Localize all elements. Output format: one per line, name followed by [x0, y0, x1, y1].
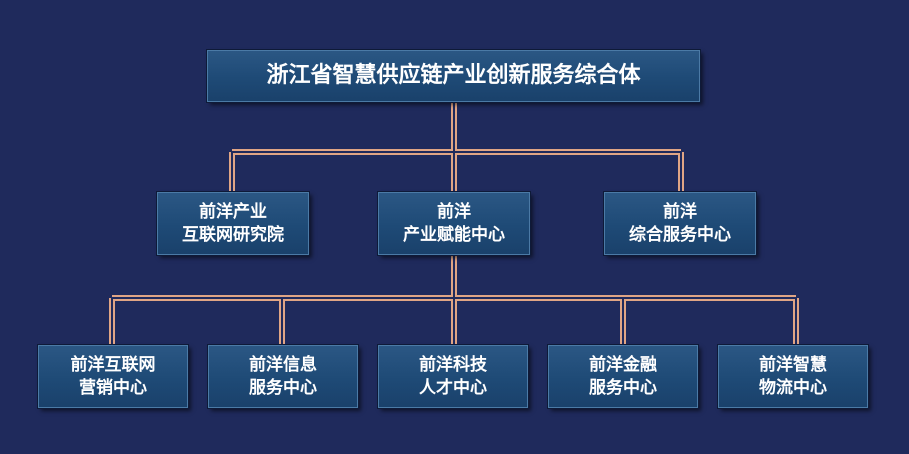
node-label-line1: 前洋智慧 [759, 355, 827, 376]
node-industry-empowerment-center[interactable]: 前洋 产业赋能中心 [378, 192, 530, 255]
node-label-line1: 前洋 [663, 202, 697, 223]
node-label-line2: 营销中心 [79, 377, 147, 398]
node-smart-logistics-center[interactable]: 前洋智慧 物流中心 [718, 345, 868, 408]
node-label-line2: 产业赋能中心 [403, 224, 505, 245]
node-internet-marketing-center[interactable]: 前洋互联网 营销中心 [38, 345, 188, 408]
node-comprehensive-service-center[interactable]: 前洋 综合服务中心 [604, 192, 756, 255]
node-information-service-center[interactable]: 前洋信息 服务中心 [208, 345, 358, 408]
node-label-line1: 前洋 [437, 202, 471, 223]
node-label-line1: 前洋科技 [419, 355, 487, 376]
root-node[interactable]: 浙江省智慧供应链产业创新服务综合体 [207, 50, 700, 102]
node-label-line1: 前洋互联网 [70, 355, 156, 376]
root-title: 浙江省智慧供应链产业创新服务综合体 [266, 62, 641, 88]
node-label-line1: 前洋金融 [589, 355, 657, 376]
node-label-line1: 前洋产业 [199, 202, 267, 223]
node-label-line1: 前洋信息 [249, 355, 317, 376]
node-tech-talent-center[interactable]: 前洋科技 人才中心 [378, 345, 528, 408]
node-label-line2: 综合服务中心 [629, 224, 731, 245]
node-finance-service-center[interactable]: 前洋金融 服务中心 [548, 345, 698, 408]
node-label-line2: 物流中心 [759, 377, 827, 398]
node-label-line2: 服务中心 [249, 377, 317, 398]
node-label-line2: 互联网研究院 [182, 224, 284, 245]
node-industry-internet-institute[interactable]: 前洋产业 互联网研究院 [157, 192, 309, 255]
node-label-line2: 服务中心 [589, 377, 657, 398]
node-label-line2: 人才中心 [419, 377, 487, 398]
